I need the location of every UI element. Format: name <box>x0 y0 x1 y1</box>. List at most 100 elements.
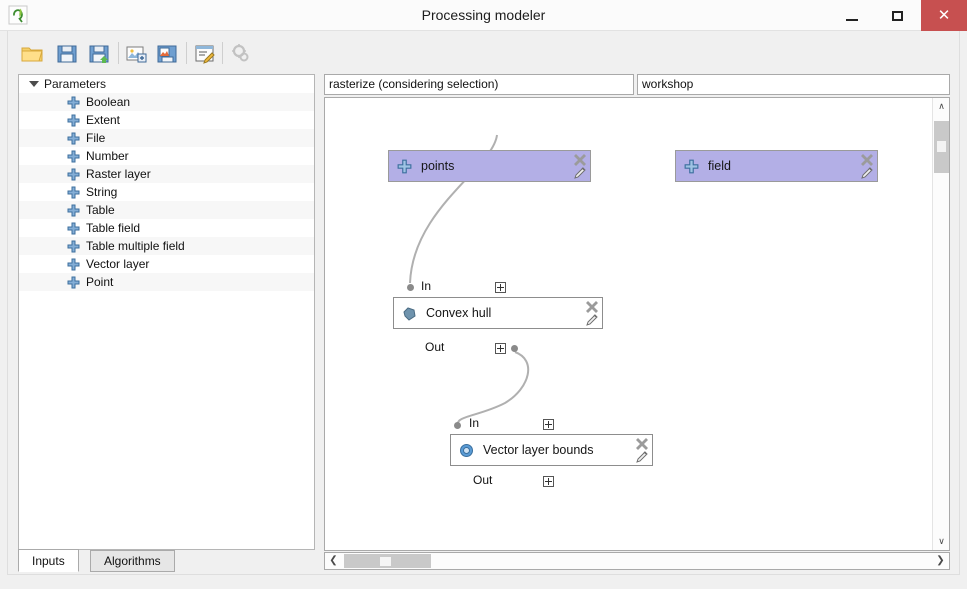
tree-root-parameters[interactable]: Parameters <box>19 75 314 93</box>
port-expand-out-bounds[interactable] <box>543 476 554 487</box>
canvas-vertical-scrollbar[interactable]: ∧ ∨ <box>932 98 949 550</box>
pencil-icon[interactable] <box>573 166 587 180</box>
plus-icon <box>67 240 80 253</box>
model-canvas[interactable]: points field <box>324 97 950 551</box>
plus-icon <box>67 168 80 181</box>
maximize-button[interactable] <box>876 0 921 31</box>
save-model-as-button[interactable] <box>85 40 113 66</box>
plus-icon <box>67 186 80 199</box>
plus-icon <box>67 258 80 271</box>
remove-icon[interactable] <box>635 436 649 450</box>
model-node-points[interactable]: points <box>388 150 591 182</box>
tab-algorithms-label: Algorithms <box>104 554 161 568</box>
page-title: Processing modeler <box>421 7 546 23</box>
model-node-label: Convex hull <box>426 306 492 320</box>
chevron-down-icon[interactable] <box>29 81 39 87</box>
title-bar: Processing modeler ✕ <box>0 0 967 31</box>
tree-item-string[interactable]: String <box>19 183 314 201</box>
tree-item-extent[interactable]: Extent <box>19 111 314 129</box>
link-convexhull-to-bounds <box>456 351 530 426</box>
model-name-input[interactable]: rasterize (considering selection) <box>324 74 634 95</box>
tree-item-table[interactable]: Table <box>19 201 314 219</box>
port-label-out-convexhull: Out <box>425 340 445 354</box>
edit-help-button[interactable] <box>191 40 219 66</box>
tree-item-vector-layer[interactable]: Vector layer <box>19 255 314 273</box>
minimize-button[interactable] <box>830 0 875 31</box>
qgis-icon <box>8 5 28 25</box>
run-model-button[interactable] <box>227 40 255 66</box>
toolbar-separator-3 <box>222 42 223 64</box>
export-image-button[interactable] <box>123 40 151 66</box>
open-model-button[interactable] <box>18 40 46 66</box>
tree-item-label: Boolean <box>86 95 131 109</box>
scroll-left-icon[interactable]: ❮ <box>329 555 338 566</box>
close-icon: ✕ <box>937 7 951 24</box>
tree-item-label: String <box>86 185 118 199</box>
tree-item-raster-layer[interactable]: Raster layer <box>19 165 314 183</box>
remove-icon[interactable] <box>860 152 874 166</box>
export-png-button[interactable] <box>154 40 182 66</box>
tree-item-label: Table <box>86 203 115 217</box>
port-expand-in-bounds[interactable] <box>543 419 554 430</box>
plus-icon <box>67 132 80 145</box>
close-button[interactable]: ✕ <box>921 0 967 31</box>
remove-icon[interactable] <box>585 299 599 313</box>
vector-bounds-icon <box>459 443 474 458</box>
model-node-field[interactable]: field <box>675 150 878 182</box>
tree-item-boolean[interactable]: Boolean <box>19 93 314 111</box>
pencil-icon[interactable] <box>860 166 874 180</box>
tree-item-label: Table multiple field <box>86 239 185 253</box>
tree-item-label: Vector layer <box>86 257 150 271</box>
convex-hull-icon <box>402 306 417 321</box>
model-node-label: field <box>708 159 731 173</box>
scroll-thumb-grip <box>380 557 391 566</box>
tree-item-number[interactable]: Number <box>19 147 314 165</box>
scroll-up-icon[interactable]: ∧ <box>938 101 945 111</box>
inputs-tree-panel[interactable]: Parameters Boolean Extent File Number <box>18 74 315 550</box>
tree-root-label: Parameters <box>44 77 107 91</box>
scroll-down-icon[interactable]: ∨ <box>938 536 945 546</box>
port-label-in-bounds: In <box>469 416 480 430</box>
tree-item-table-field[interactable]: Table field <box>19 219 314 237</box>
toolbar-separator <box>118 42 119 64</box>
model-node-convex-hull[interactable]: Convex hull <box>393 297 603 329</box>
parameter-plus-icon <box>684 159 699 174</box>
tab-algorithms[interactable]: Algorithms <box>90 550 175 572</box>
parameter-plus-icon <box>397 159 412 174</box>
vertical-scroll-track[interactable] <box>933 115 949 533</box>
horizontal-scroll-thumb[interactable] <box>344 554 431 568</box>
port-dot-in-bounds[interactable] <box>454 422 461 429</box>
model-canvas-surface[interactable]: points field <box>325 98 933 534</box>
tree-item-table-multiple-field[interactable]: Table multiple field <box>19 237 314 255</box>
scroll-right-icon[interactable]: ❯ <box>936 555 945 566</box>
port-dot-out-convexhull[interactable] <box>511 345 518 352</box>
model-node-label: Vector layer bounds <box>483 443 594 457</box>
pencil-icon[interactable] <box>585 313 599 327</box>
plus-icon <box>67 276 80 289</box>
tree-item-label: Extent <box>86 113 121 127</box>
plus-icon <box>67 114 80 127</box>
pencil-icon[interactable] <box>635 450 649 464</box>
tree-item-label: File <box>86 131 106 145</box>
tree-item-file[interactable]: File <box>19 129 314 147</box>
canvas-horizontal-scrollbar[interactable]: ❮ ❯ <box>324 552 950 570</box>
tree-item-label: Number <box>86 149 129 163</box>
panel-tabs: Inputs Algorithms <box>18 549 315 572</box>
remove-icon[interactable] <box>573 152 587 166</box>
maximize-icon <box>892 11 903 21</box>
port-expand-out-convexhull[interactable] <box>495 343 506 354</box>
plus-icon <box>67 96 80 109</box>
toolbar <box>8 32 959 70</box>
save-model-button[interactable] <box>53 40 81 66</box>
model-node-vector-layer-bounds[interactable]: Vector layer bounds <box>450 434 653 466</box>
tree-item-point[interactable]: Point <box>19 273 314 291</box>
port-label-in-convexhull: In <box>421 279 432 293</box>
plus-icon <box>67 222 80 235</box>
model-group-input[interactable]: workshop <box>637 74 950 95</box>
port-dot-in-convexhull[interactable] <box>407 284 414 291</box>
tab-inputs[interactable]: Inputs <box>18 549 79 572</box>
minimize-icon <box>846 19 858 21</box>
port-expand-in-convexhull[interactable] <box>495 282 506 293</box>
vertical-scroll-thumb[interactable] <box>934 121 949 173</box>
